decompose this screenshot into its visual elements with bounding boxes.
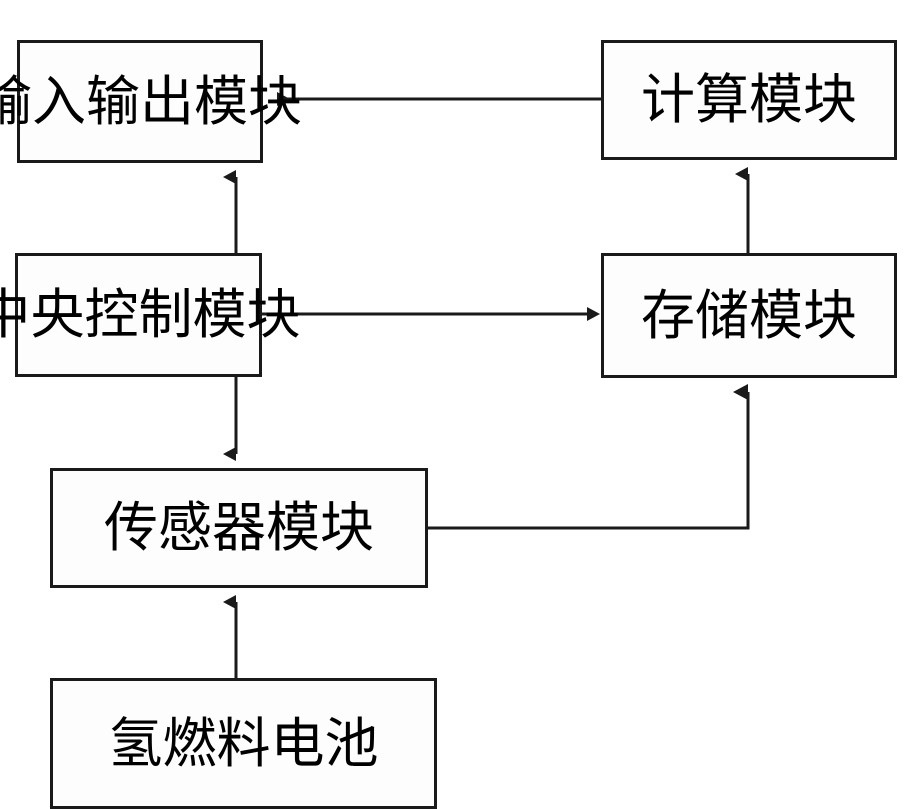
node-hydrogen-fuel-cell[interactable]: 氢燃料电池 [50, 678, 437, 809]
node-storage-module[interactable]: 存储模块 [601, 253, 897, 378]
node-computing-module[interactable]: 计算模块 [601, 40, 897, 160]
node-label: 计算模块 [641, 68, 857, 131]
node-label: 传感器模块 [104, 496, 374, 559]
node-central-control-module[interactable]: 中央控制模块 [0, 253, 301, 377]
node-label: 氢燃料电池 [108, 711, 379, 775]
node-sensor-module[interactable]: 传感器模块 [50, 468, 428, 588]
node-label: 输入输出模块 [0, 69, 302, 133]
node-label: 中央控制模块 [0, 283, 301, 346]
node-input-output-module[interactable]: 输入输出模块 [0, 40, 302, 163]
edge-sensor-to-storage [428, 384, 750, 530]
node-label: 存储模块 [641, 283, 857, 347]
